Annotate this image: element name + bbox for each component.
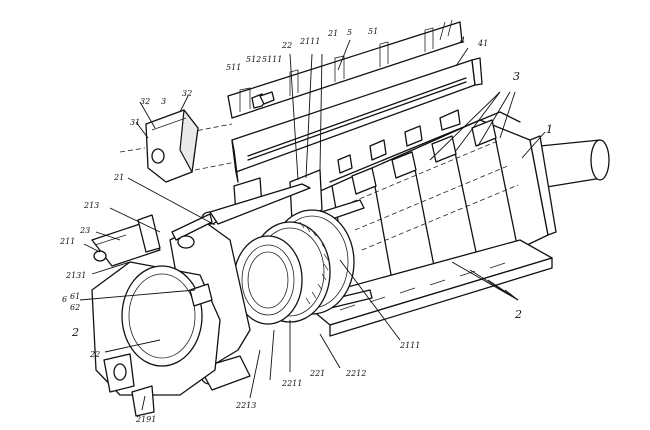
label-1: 1 [546, 123, 553, 136]
label-2211: 2211 [281, 379, 302, 388]
label-22-left: 22 [89, 350, 100, 359]
bottom-plate-2 [299, 239, 553, 337]
label-6: 6 [62, 295, 67, 304]
label-2212: 2212 [345, 369, 366, 378]
construction-line [119, 147, 146, 153]
label-21-top: 21 [327, 29, 338, 38]
end-cap-2 [91, 261, 221, 417]
segment-stack-3 [299, 109, 557, 321]
label-31: 31 [130, 118, 140, 127]
label-2213: 2213 [235, 401, 256, 410]
reference-labels: 1 2 2 3 3 4 5 6 21 21 22 22 23 31 32 32 … [59, 27, 553, 424]
label-512: 512 [246, 55, 261, 64]
label-2191: 2191 [135, 415, 156, 424]
support-beam [201, 169, 365, 231]
label-4: 4 [459, 36, 465, 45]
label-3-left: 3 [161, 97, 166, 106]
label-213: 213 [83, 201, 99, 210]
label-41: 41 [477, 39, 488, 48]
label-23: 23 [79, 226, 90, 235]
construction-line [194, 161, 237, 171]
label-5111: 5111 [262, 55, 282, 64]
label-5: 5 [347, 28, 352, 37]
clamp-block-3 [145, 109, 199, 183]
comb-bar-5 [227, 19, 463, 119]
label-3-top: 3 [513, 70, 520, 83]
label-2-left: 2 [71, 326, 79, 339]
leader-lines [79, 39, 546, 411]
label-51: 51 [368, 27, 378, 36]
label-62: 62 [70, 303, 80, 312]
label-61: 61 [70, 292, 80, 301]
label-21-left: 21 [113, 173, 124, 182]
label-22-top: 22 [281, 41, 292, 50]
guide-rail-4 [231, 57, 483, 183]
label-2-right: 2 [514, 308, 522, 321]
label-32: 32 [140, 97, 150, 106]
label-32b: 32 [182, 89, 192, 98]
label-511: 511 [226, 63, 241, 72]
label-2131: 2131 [65, 271, 86, 280]
label-221: 221 [309, 369, 325, 378]
construction-line [189, 123, 233, 133]
bracket-23 [91, 214, 161, 267]
label-2111-bottom: 2111 [399, 341, 420, 350]
label-2111-top: 2111 [299, 37, 320, 46]
ring-gear [233, 209, 355, 325]
label-211: 211 [59, 237, 75, 246]
